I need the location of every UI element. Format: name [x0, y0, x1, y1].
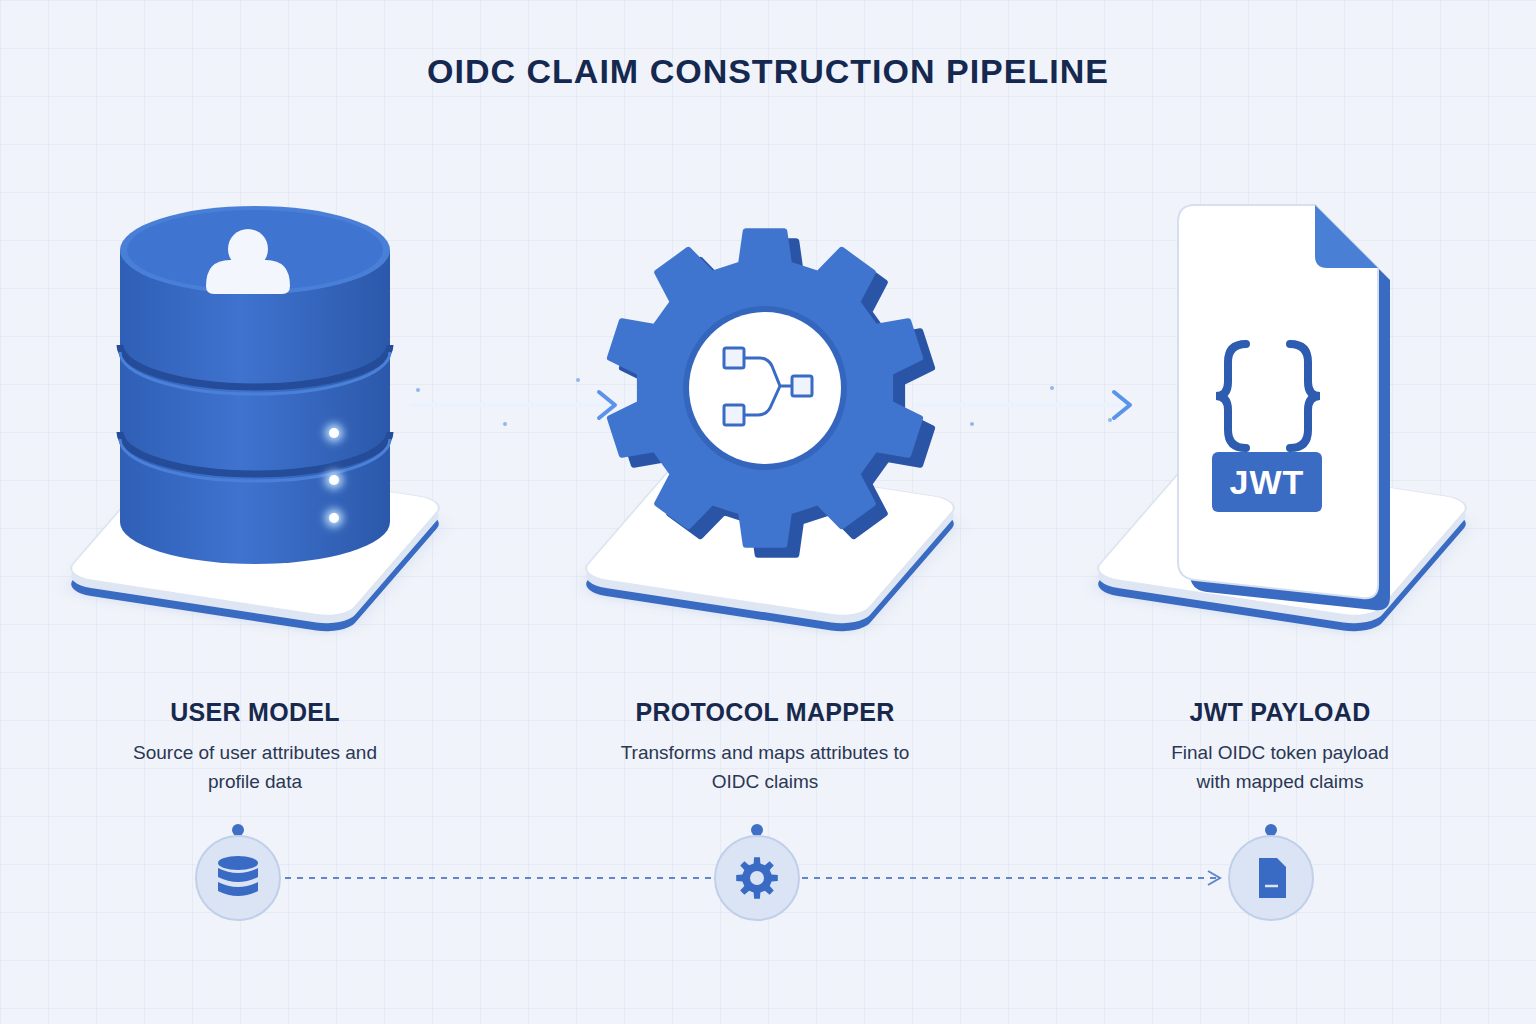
stage-node: USER MODEL Source of user attributes and …: [100, 190, 410, 800]
arrow-head: [1114, 392, 1130, 418]
arrow-glow: [410, 398, 615, 412]
arrow-line: [915, 403, 1128, 407]
arrow-glow: [915, 398, 1130, 412]
stage-description: Source of user attributes and profile da…: [125, 738, 385, 796]
arrow-head: [599, 392, 615, 418]
stage-heading: USER MODEL: [100, 698, 410, 727]
stage-description: Transforms and maps attributes to OIDC c…: [615, 738, 915, 796]
database-icon: [120, 206, 390, 564]
arrow-line: [410, 403, 613, 407]
flow-arrow: [915, 392, 1130, 418]
stage-heading: JWT PAYLOAD: [1130, 698, 1430, 727]
stage-description: Final OIDC token payload with mapped cla…: [1160, 738, 1400, 796]
flow-arrow: [410, 392, 615, 418]
jwt-badge-label: JWT: [1212, 452, 1322, 512]
timeline: [196, 824, 1313, 920]
stage-heading: PROTOCOL MAPPER: [615, 698, 915, 727]
sparkle-dot: [416, 378, 1112, 426]
document-icon: [1178, 205, 1390, 610]
gear-icon: [610, 231, 932, 555]
stage-node: PROTOCOL MAPPER Transforms and maps attri…: [615, 190, 915, 800]
diagram-title: OIDC CLAIM CONSTRUCTION PIPELINE: [0, 52, 1536, 91]
